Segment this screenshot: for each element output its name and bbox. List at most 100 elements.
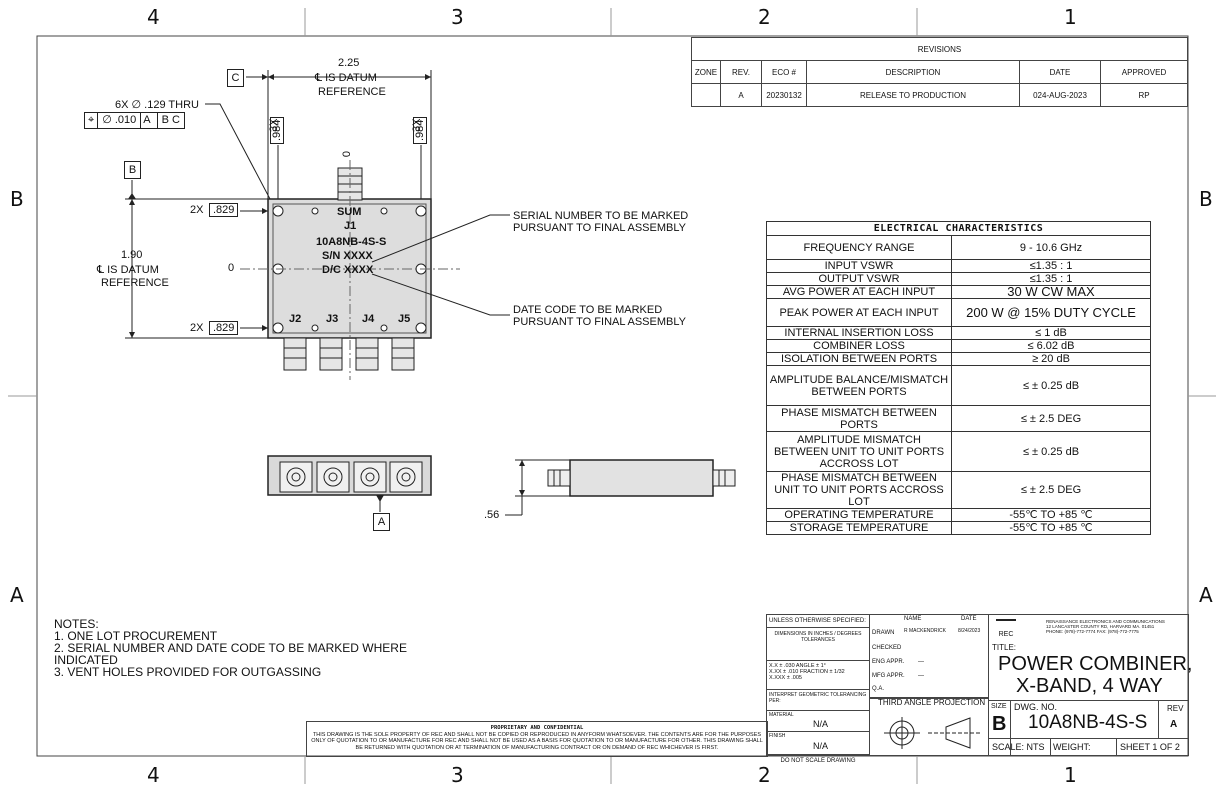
ec-param: AMPLITUDE MISMATCH BETWEEN UNIT TO UNIT … [766, 431, 952, 472]
ec-value: ≤ ± 0.25 dB [951, 431, 1151, 472]
revisions-header: ZONE [691, 60, 721, 84]
dim-1-90-note: ℄ IS DATUM [97, 264, 159, 276]
rec-logo-icon: REC [996, 619, 1016, 638]
drawn-label: DRAWN [872, 630, 895, 636]
sheet-label: SHEET 1 OF 2 [1120, 742, 1180, 752]
zero-label: 0 [341, 150, 354, 158]
projection-label: THIRD ANGLE PROJECTION [878, 698, 986, 707]
zone-label: 1 [1064, 5, 1077, 29]
tolerance-line: X.XXX ± .005 [769, 675, 802, 681]
company-address: 12 LANCASTER COUNTY RD, HARVARD MA. 0145… [1046, 624, 1155, 629]
port-sum-label: SUM [337, 206, 362, 218]
revision-cell: 024-AUG-2023 [1019, 83, 1101, 107]
dwg-no-value: 10A8NB-4S-S [1028, 712, 1148, 733]
dim-56: .56 [484, 509, 500, 521]
approvals-block [869, 614, 989, 698]
revisions-title: REVISIONS [691, 37, 1188, 61]
ec-value: -55℃ TO +85 ℃ [951, 508, 1151, 522]
ec-value: ≤ ± 2.5 DEG [951, 471, 1151, 509]
drawn-name: R MACKENDRICK [904, 628, 946, 634]
notes-title: NOTES: [54, 617, 99, 631]
fcf-tolerance: ∅ .010 [98, 113, 142, 128]
zone-label: 2 [758, 763, 771, 787]
ec-value: ≤1.35 : 1 [951, 259, 1151, 273]
port-j1-label: J1 [344, 220, 357, 232]
dim-2-25-note: ℄ IS DATUM [315, 72, 377, 84]
port-j3-label: J3 [326, 313, 339, 325]
drawing-title-line1: POWER COMBINER, [998, 653, 1193, 675]
datum-b: B [124, 161, 141, 179]
ec-value: 9 - 10.6 GHz [951, 235, 1151, 260]
serial-note: PURSUANT TO FINAL ASSEMBLY [513, 222, 686, 234]
weight-label: WEIGHT: [1053, 742, 1091, 752]
position-icon: ⌖ [85, 113, 99, 128]
revision-cell: A [720, 83, 762, 107]
zone-label: 1 [1064, 763, 1077, 787]
table-row: INPUT VSWR≤1.35 : 1 [766, 259, 1151, 273]
ec-param: PEAK POWER AT EACH INPUT [766, 298, 952, 327]
feature-control-frame: ⌖ ∅ .010 A B C [84, 112, 185, 129]
size-value: B [992, 713, 1007, 735]
eng-appr-label: ENG APPR. [872, 659, 905, 665]
qa-label: Q.A. [872, 686, 885, 692]
company-phone: PHONE: (978)-772-7774 FAX: (978)-772-777… [1046, 629, 1139, 634]
electrical-characteristics-table: ELECTRICAL CHARACTERISTICS FREQUENCY RAN… [766, 221, 1151, 535]
revision-cell: RELEASE TO PRODUCTION [806, 83, 1020, 107]
dim-1-90-note: REFERENCE [101, 277, 169, 289]
ec-param: ISOLATION BETWEEN PORTS [766, 352, 952, 366]
dim-2-25-note: REFERENCE [318, 86, 386, 98]
table-row: PHASE MISMATCH BETWEEN PORTS≤ ± 2.5 DEG [766, 405, 1151, 432]
table-row: ISOLATION BETWEEN PORTS≥ 20 dB [766, 352, 1151, 366]
finish-value: N/A [813, 741, 829, 751]
fcf-datum-bc: B C [161, 114, 180, 126]
table-row: AMPLITUDE MISMATCH BETWEEN UNIT TO UNIT … [766, 431, 1151, 472]
company-name: RENAISSANCE ELECTRONICS AND COMMUNICATIO… [1046, 619, 1165, 624]
zone-label: 4 [147, 5, 160, 29]
note-item: 3. VENT HOLES PROVIDED FOR OUTGASSING [54, 665, 322, 679]
ec-value: ≤ 6.02 dB [951, 339, 1151, 353]
revisions-header: APPROVED [1100, 60, 1188, 84]
dim-2x: 2X [190, 322, 204, 334]
mfg-appr-name: — [918, 673, 924, 679]
unless-specified: UNLESS OTHERWISE SPECIFIED: [767, 615, 869, 628]
table-row: COMBINER LOSS≤ 6.02 dB [766, 339, 1151, 353]
ec-value: -55℃ TO +85 ℃ [951, 521, 1151, 535]
zone-label: A [1199, 583, 1213, 607]
date-code-note: PURSUANT TO FINAL ASSEMBLY [513, 316, 686, 328]
tolerance-line: X.XX ± .010 FRACTION ± 1/32 [769, 669, 845, 675]
electrical-title: ELECTRICAL CHARACTERISTICS [766, 221, 1151, 236]
title-block: UNLESS OTHERWISE SPECIFIED: DIMENSIONS I… [766, 614, 1193, 764]
dwg-no-label: DWG. NO. [1014, 702, 1057, 712]
dim-984: .984 [270, 116, 284, 144]
revisions-header: REV. [720, 60, 762, 84]
zone-label: B [1199, 187, 1213, 211]
revisions-header: ECO # [761, 60, 807, 84]
zone-label: 4 [147, 763, 160, 787]
material-label: MATERIAL [769, 712, 794, 718]
table-row: INTERNAL INSERTION LOSS≤ 1 dB [766, 326, 1151, 340]
revision-cell [691, 83, 721, 107]
zone-label: A [10, 583, 24, 607]
notes-block: NOTES: 1. ONE LOT PROCUREMENT 2. SERIAL … [54, 618, 414, 678]
ec-param: STORAGE TEMPERATURE [766, 521, 952, 535]
rec-logo-text: REC [998, 631, 1014, 638]
datum-c: C [227, 69, 244, 87]
table-row: AMPLITUDE BALANCE/MISMATCH BETWEEN PORTS… [766, 365, 1151, 406]
dim-829: .829 [209, 203, 239, 217]
proprietary-title: PROPRIETARY AND CONFIDENTIAL [490, 725, 584, 731]
ec-param: AMPLITUDE BALANCE/MISMATCH BETWEEN PORTS [766, 365, 952, 406]
proprietary-body: THIS DRAWING IS THE SOLE PROPERTY OF REC… [311, 731, 763, 751]
zone-label: 2 [758, 5, 771, 29]
revision-cell: RP [1100, 83, 1188, 107]
dim-1-90: 1.90 [121, 249, 143, 261]
fcf-datum-a: A [141, 113, 158, 128]
checked-label: CHECKED [872, 645, 902, 651]
title-area [988, 614, 1189, 756]
eng-appr-name: — [918, 659, 924, 665]
ec-value: ≤ ± 0.25 dB [951, 365, 1151, 406]
port-j5-label: J5 [398, 313, 411, 325]
ec-value: ≤ ± 2.5 DEG [951, 405, 1151, 432]
ec-param: AVG POWER AT EACH INPUT [766, 285, 952, 299]
